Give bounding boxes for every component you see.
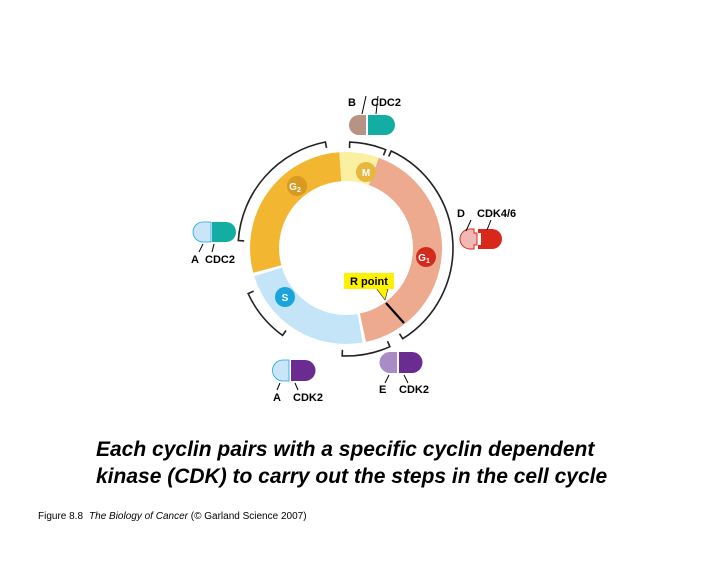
- r-point-box: [344, 273, 394, 289]
- phase-g2-subscript: 2: [297, 187, 301, 194]
- credit-publisher: (© Garland Science 2007): [187, 511, 307, 522]
- phase-g2-segment: [250, 152, 342, 273]
- cdc2-label-left: CDC2: [205, 254, 235, 266]
- cyclin-a-label-cdc2: A: [191, 254, 199, 266]
- cyclin-d-shape: [459, 228, 478, 250]
- cdk2-kinase-shape-right: [399, 352, 423, 373]
- complex-d-cdk46: D CDK4/6: [457, 208, 516, 250]
- cdk46-kinase-shape: [478, 229, 502, 249]
- cyclin-a-shape-cdk2: [272, 359, 290, 382]
- phase-s-label: S: [282, 293, 289, 304]
- cdk2-label-right: CDK2: [399, 384, 429, 396]
- phase-g1-segment: [359, 157, 442, 342]
- phase-m-dot: [356, 162, 376, 182]
- r-point-label: R point: [350, 276, 388, 288]
- cdk46-label: CDK4/6: [477, 208, 516, 220]
- credit-book-title: The Biology of Cancer: [89, 511, 188, 522]
- cell-cycle-ring: [250, 151, 442, 344]
- bracket-cyclin-b: [348, 141, 387, 156]
- bracket-cyclin-d: [387, 149, 454, 340]
- cyclin-d-label: D: [457, 208, 465, 220]
- bracket-cyclin-a-cdc2: [237, 141, 328, 242]
- cdk2-kinase-shape-left: [291, 360, 316, 381]
- phase-g1-dot: [416, 247, 436, 267]
- bracket-cyclin-e: [341, 340, 391, 357]
- phase-g1-label: G1: [418, 253, 430, 265]
- cdk2-label-left: CDK2: [293, 392, 323, 404]
- phase-g1-letter: G: [418, 253, 426, 264]
- caption-line-1: Each cyclin pairs with a specific cyclin…: [96, 438, 595, 461]
- phase-s-segment: [254, 267, 363, 344]
- cdc2-label-top: CDC2: [371, 97, 401, 109]
- r-point-pointer: [375, 287, 389, 301]
- phase-g2-dot: [287, 176, 307, 196]
- phase-g1-subscript: 1: [426, 258, 430, 265]
- phase-g2-label: G2: [289, 182, 301, 194]
- complex-a-cdk2: A CDK2: [272, 359, 323, 404]
- bracket-cyclin-a-cdk2: [247, 290, 287, 337]
- phase-s-dot: [275, 287, 295, 307]
- cyclin-b-shape: [349, 115, 366, 135]
- phase-g2-letter: G: [289, 182, 297, 193]
- cyclin-b-label: B: [348, 97, 356, 109]
- cdc2-kinase-shape: [368, 115, 395, 135]
- figure-credit: Figure 8.8 The Biology of Cancer (© Garla…: [38, 511, 307, 522]
- credit-figure-number: Figure 8.8: [38, 511, 84, 522]
- caption-line-2: kinase (CDK) to carry out the steps in t…: [96, 465, 608, 488]
- phase-m-label: M: [362, 168, 370, 179]
- complex-e-cdk2: E CDK2: [379, 352, 429, 396]
- cyclin-e-label: E: [379, 384, 386, 396]
- r-point-marker: [385, 302, 405, 324]
- cyclin-e-shape: [379, 352, 397, 373]
- cdc2-kinase-shape-left: [212, 222, 236, 242]
- cyclin-a-shape-cdc2: [192, 221, 212, 243]
- cyclin-a-label-cdk2: A: [273, 392, 281, 404]
- complex-a-cdc2: A CDC2: [191, 221, 236, 266]
- figure-caption: Each cyclin pairs with a specific cyclin…: [96, 436, 656, 490]
- complex-b-cdc2: B CDC2: [348, 95, 401, 135]
